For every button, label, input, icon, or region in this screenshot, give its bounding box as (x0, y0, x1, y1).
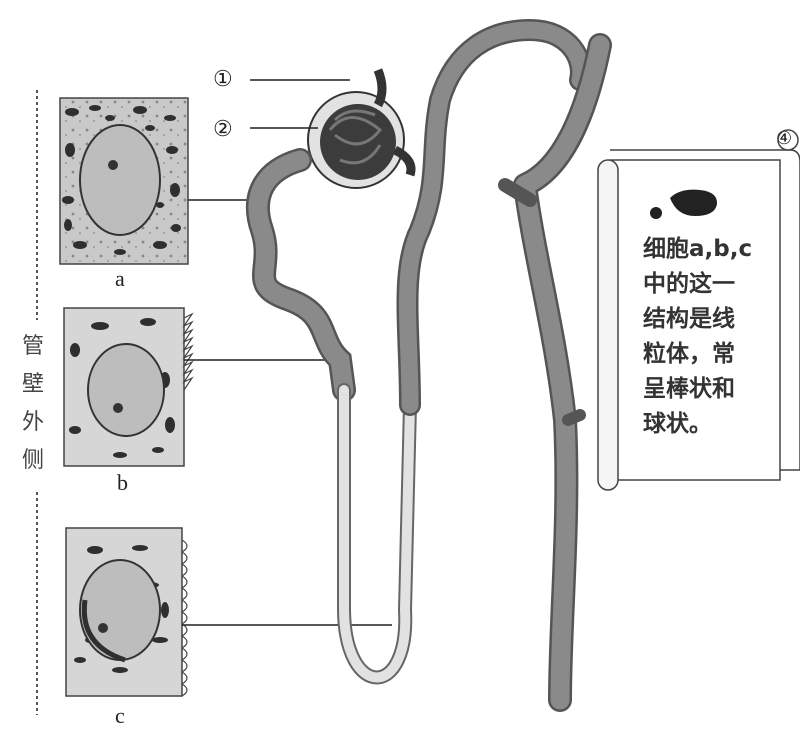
mitochondrion-dot-icon (650, 207, 662, 219)
renal-corpuscle (308, 70, 411, 188)
side-caption-char: 侧 (18, 442, 48, 480)
marker-2: ② (213, 116, 233, 142)
cell-b (64, 308, 192, 466)
note-text: 细胞a,b,c 中的这一 结构是线 粒体，常 呈棒状和 球状。 (643, 232, 783, 442)
side-caption-char: 管 (18, 328, 48, 366)
marker-4: ④ (776, 128, 792, 149)
side-caption: 管 壁 外 侧 (18, 328, 48, 480)
cell-b-label: b (117, 470, 128, 496)
side-caption-char: 外 (18, 404, 48, 442)
cell-c (66, 528, 187, 696)
collecting-duct (525, 45, 600, 700)
cell-c-label: c (115, 703, 125, 729)
marker-1: ① (213, 66, 233, 92)
cell-a-label: a (115, 266, 125, 292)
cell-a (60, 98, 188, 264)
side-caption-char: 壁 (18, 366, 48, 404)
